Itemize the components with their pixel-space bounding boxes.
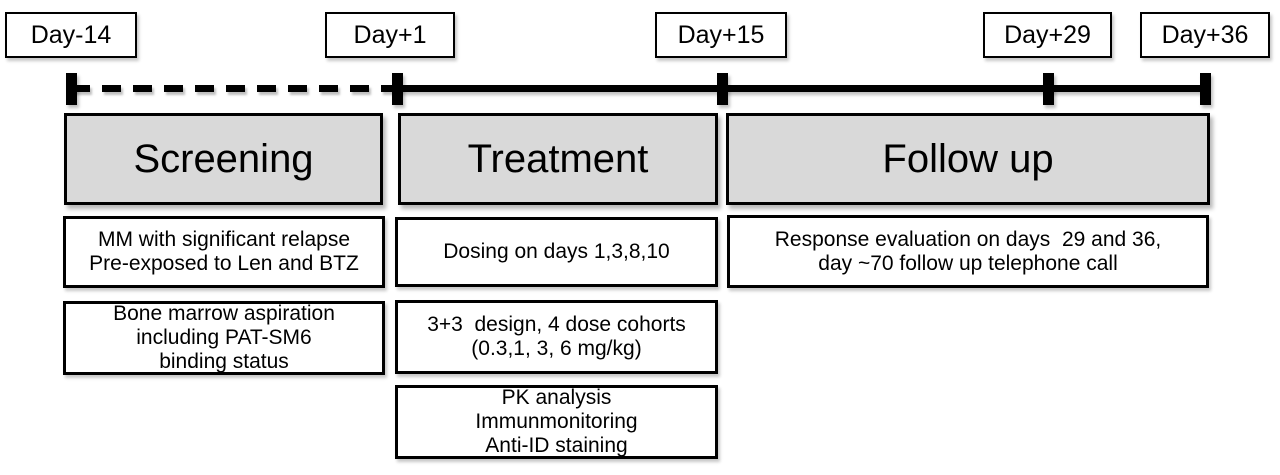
detail-line: including PAT-SM6 [136, 326, 312, 349]
phase-header-treatment: Treatment [398, 113, 718, 205]
timeline-dashed-segment [71, 85, 397, 92]
day-label: Day-14 [30, 20, 112, 49]
day-label: Day+15 [677, 20, 765, 49]
day-label: Day+1 [353, 20, 427, 49]
detail-line: Response evaluation on days 29 and 36, [774, 227, 1162, 251]
detail-line: Bone marrow aspiration [113, 302, 335, 325]
day-label-box-day-plus-36: Day+36 [1140, 12, 1270, 58]
phase-title: Treatment [467, 136, 649, 181]
detail-line: Pre-exposed to Len and BTZ [89, 252, 359, 275]
detail-line: day ~70 follow up telephone call [818, 251, 1118, 275]
phase-title: Follow up [882, 136, 1054, 181]
timeline-tick-day-plus-15 [717, 73, 728, 105]
phase-title: Screening [133, 136, 314, 181]
detail-line: Immunmonitoring [475, 410, 638, 433]
detail-line: Anti-ID staining [485, 434, 628, 457]
detail-line: (0.3,1, 3, 6 mg/kg) [471, 337, 642, 360]
detail-box-pk-analysis: PK analysis Immunmonitoring Anti-ID stai… [395, 385, 718, 459]
detail-box-mm-relapse: MM with significant relapse Pre-exposed … [63, 216, 385, 288]
day-label-box-day-plus-1: Day+1 [325, 12, 455, 58]
timeline-tick-day-plus-29 [1043, 73, 1054, 105]
detail-box-dosing: Dosing on days 1,3,8,10 [395, 217, 718, 287]
day-label-box-day-14: Day-14 [5, 12, 137, 58]
detail-line: MM with significant relapse [97, 228, 351, 251]
detail-line: PK analysis [501, 386, 612, 409]
detail-line: binding status [159, 350, 289, 373]
detail-line: 3+3 design, 4 dose cohorts [427, 313, 686, 336]
day-label: Day+29 [1004, 20, 1091, 49]
timeline-tick-day-14 [66, 73, 77, 105]
phase-header-follow-up: Follow up [726, 113, 1210, 205]
day-label-box-day-plus-15: Day+15 [655, 12, 787, 58]
timeline-tick-day-plus-36 [1200, 73, 1211, 105]
timeline-solid-segment [397, 85, 1205, 92]
detail-box-bone-marrow: Bone marrow aspiration including PAT-SM6… [63, 301, 385, 375]
detail-box-dose-cohorts: 3+3 design, 4 dose cohorts (0.3,1, 3, 6 … [395, 300, 718, 374]
day-label: Day+36 [1161, 20, 1249, 49]
day-label-box-day-plus-29: Day+29 [983, 12, 1112, 58]
timeline-tick-day-plus-1 [392, 73, 403, 105]
detail-line: Dosing on days 1,3,8,10 [443, 240, 670, 263]
detail-box-response-evaluation: Response evaluation on days 29 and 36, d… [727, 215, 1209, 288]
phase-header-screening: Screening [64, 113, 383, 205]
